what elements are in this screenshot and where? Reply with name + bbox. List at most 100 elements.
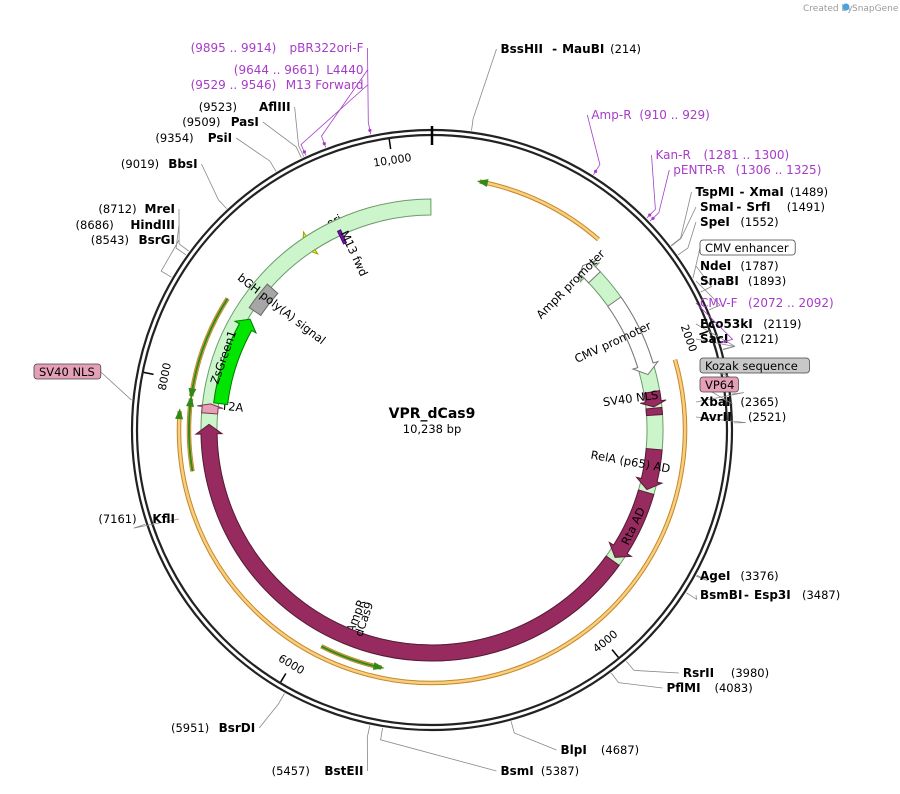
feature-tag-cmv-enhancer[interactable]: CMV enhancer [692,239,796,279]
leader-line [692,247,701,279]
backbone-rings [130,126,734,732]
site-psii[interactable]: PsiI(9354) [155,131,277,172]
site-bsrgi[interactable]: BsrGI(8543) [91,233,180,278]
orf-3[interactable] [188,297,230,400]
feature-tag-sv40-nls-b[interactable]: SV40 NLS [33,363,132,401]
site-rsrii[interactable]: RsrII(3980) [625,660,769,680]
orf-arrow-head [186,395,194,407]
site-bsshii[interactable]: BssHII-MauBI(214) [471,42,642,131]
tick-label-2000: 2000 [678,323,700,354]
site-position: (3980) [731,666,769,680]
site-saci[interactable]: SacI(2121) [695,332,779,351]
feature-shape [248,283,279,317]
site-position: (1491) [787,200,825,214]
site-hindiii[interactable]: HindIII (8686) [76,218,187,256]
feature-tag-box [699,357,810,374]
site-name: SpeI [700,215,730,229]
feature-tag-box [699,239,796,256]
feature-shape [608,489,655,558]
orf-layer [175,179,688,686]
site-bbsi[interactable]: BbsI(9019) [121,157,227,209]
primer-amp-r[interactable]: Amp-R(910 .. 929) [586,108,710,176]
site-name: AvrII [700,410,732,424]
site-position: (2521) [748,410,786,424]
orf-5[interactable] [320,644,385,670]
site-spei[interactable]: SpeI(1552) [677,215,779,256]
site-dash: - [740,185,745,199]
site-bsrdi[interactable]: BsrDI(5951) [171,693,285,736]
site-bsmi[interactable]: BsmI(5387) [380,727,580,778]
tick-label-8000: 8000 [156,362,174,392]
site-name-secondary: XmaI [750,185,784,199]
site-ndei[interactable]: NdeI(1787) [695,259,779,293]
feature-cmv-promoter[interactable]: CMV promoter [572,296,660,376]
feature-tag-vp64[interactable]: VP64 [699,376,739,405]
site-bsmbi[interactable]: BsmBI-Esp3I(3487) [686,588,840,602]
tick-mark-4000 [611,649,619,658]
site-position: (1787) [740,259,778,273]
primer-l4440[interactable]: L4440 (9644 .. 9661) [234,63,368,148]
leader-line [670,191,692,246]
site-pflmi[interactable]: PflMI(4083) [610,672,753,695]
plasmid-size: 10,238 bp [403,422,462,436]
feature-dcas9[interactable]: dCas9 [194,423,620,662]
site-name: BsrGI [138,233,175,247]
site-mrei[interactable]: MreI(8712) [98,202,189,252]
site-avrii[interactable]: AvrII (2521) [695,410,786,424]
orf-1[interactable] [476,179,600,242]
feature-shape [197,403,224,415]
feature-tag-kozak[interactable]: Kozak sequence [699,357,810,377]
site-name: HindIII [130,218,175,232]
primer-position: (9644 .. 9661) [234,63,320,77]
site-position: (9354) [155,131,193,145]
feature-label-rta-ad: Rta AD [618,505,648,547]
orf-2[interactable] [175,358,688,686]
tick-label-6000: 6000 [276,652,307,678]
feature-vp64-bar[interactable] [645,406,664,417]
feature-shape [640,389,667,408]
orf-4[interactable] [186,395,195,472]
site-bsteii[interactable]: BstEII(5457) [272,725,371,779]
site-afliii[interactable]: AflIII(9523) [199,100,305,157]
feature-shape [336,229,348,245]
primer-cmv-f[interactable]: CMV-F(2072 .. 2092) [695,296,834,344]
snapgene-watermark: Created by SnapGene [803,3,899,14]
leader-line [380,727,497,772]
orf-band-fill [479,180,600,241]
primer-pbr322ori-f[interactable]: pBR322ori-F(9895 .. 9914) [191,41,372,135]
primer-position: (1281 .. 1300) [704,148,790,162]
feature-t2a[interactable]: T2A [197,399,244,415]
site-position: (9509) [182,115,220,129]
primer-m13-forward[interactable]: M13 Forward(9529 .. 9546) [191,78,368,156]
site-kfli[interactable]: KflI(7161) [98,512,180,529]
site-tspmi[interactable]: TspMI-XmaI(1489) [670,185,828,246]
label-layer: BssHII-MauBI(214) TspMI-XmaI(1489)SmaI-Sr… [33,41,840,779]
site-name: BbsI [168,157,197,171]
leader-line [625,660,679,674]
primer-name: L4440 [326,63,363,77]
site-agei[interactable]: AgeI(3376) [695,569,779,583]
feature-tag-text: Kozak sequence [705,359,798,373]
feature-sv40-nls-a[interactable]: SV40 NLS [602,388,667,410]
feature-rta-ad[interactable]: Rta AD [608,489,655,558]
orf-arrow-line [190,297,229,397]
site-position: (4687) [601,743,639,757]
primer-position: (1306 .. 1325) [736,163,822,177]
site-xbai[interactable]: XbaI(2365) [695,392,779,409]
site-snabi[interactable]: SnaBI(1893) [695,274,786,311]
site-pasi[interactable]: PasI(9509) [182,115,302,158]
feature-rela-ad[interactable]: RelA (p65) AD [590,448,672,491]
site-name: SmaI [700,200,734,214]
feature-m13fwd[interactable]: M13 fwd [336,228,371,278]
primer-site-marker [648,213,652,217]
site-blpi[interactable]: BlpI (4687) [510,721,639,757]
tick-mark-10000 [388,139,392,150]
primer-kan-r[interactable]: Kan-R(1281 .. 1300) [646,148,790,219]
site-smai[interactable]: SmaI-SrfI(1491) [671,200,825,247]
site-position: (8686) [76,218,114,232]
primer-name: Amp-R [591,108,631,122]
primer-pentr-r[interactable]: pENTR-R(1306 .. 1325) [649,163,822,222]
site-name: BlpI [561,743,587,757]
site-position: (3376) [740,569,778,583]
